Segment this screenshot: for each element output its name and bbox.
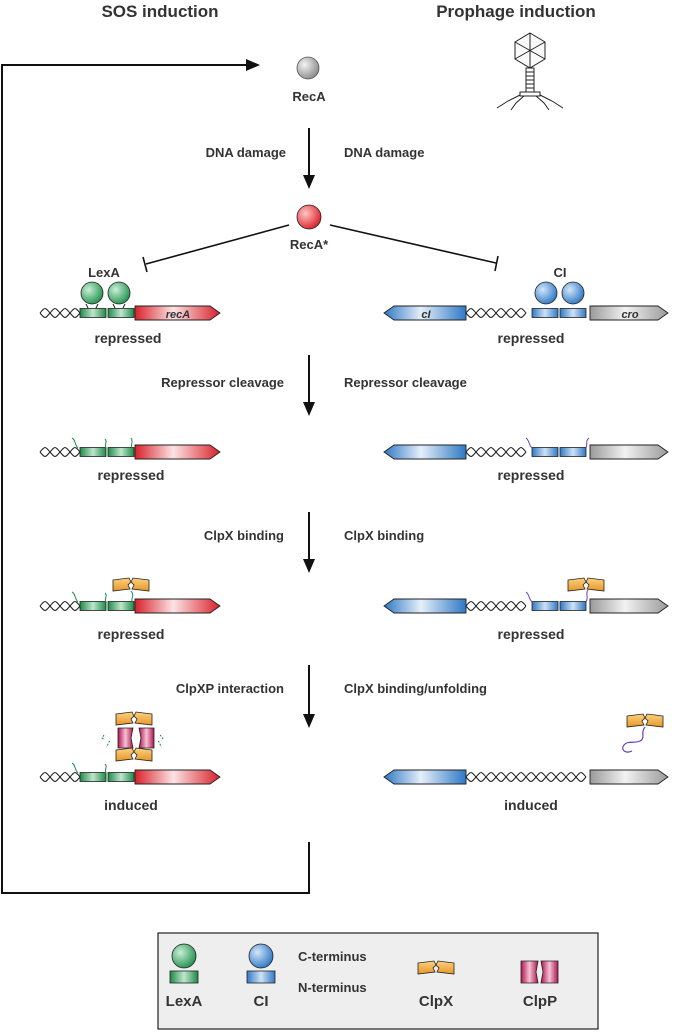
step-cleavage-left: Repressor cleavage xyxy=(161,375,284,390)
inhibition-right xyxy=(329,224,499,272)
ci-operator-row3 xyxy=(383,577,669,614)
ci-operator-row2 xyxy=(383,437,669,460)
gene-cro: cro xyxy=(621,309,638,321)
phage-icon xyxy=(496,32,564,111)
state-left-1: repressed xyxy=(95,330,162,346)
state-left-2: repressed xyxy=(98,467,165,483)
step-dna-damage-left: DNA damage xyxy=(206,145,286,160)
legend-clpx: ClpX xyxy=(419,993,453,1010)
legend-c-terminus: C-terminus xyxy=(298,949,367,964)
lexa-operator-row3 xyxy=(39,577,221,614)
state-left-3: repressed xyxy=(98,626,165,642)
ci-label: CI xyxy=(554,265,567,280)
state-left-4: induced xyxy=(104,797,158,813)
step-clpx-left: ClpX binding xyxy=(204,528,284,543)
legend-box xyxy=(157,932,599,1030)
lexa-operator-row2 xyxy=(39,437,221,460)
state-right-3: repressed xyxy=(498,626,565,642)
lexa-operator-row1 xyxy=(39,281,221,321)
legend-clpp: ClpP xyxy=(523,993,557,1010)
step-clpxp-left: ClpXP interaction xyxy=(176,681,284,696)
step-cleavage-right: Repressor cleavage xyxy=(344,375,467,390)
header-sos: SOS induction xyxy=(101,2,218,21)
state-right-1: repressed xyxy=(498,330,565,346)
lexa-label: LexA xyxy=(88,265,120,280)
reca-sphere xyxy=(296,56,320,80)
state-right-4: induced xyxy=(504,797,558,813)
ci-operator-row1 xyxy=(383,281,669,321)
gene-reca: recA xyxy=(166,309,191,321)
legend-lexa: LexA xyxy=(166,993,203,1010)
legend-ci: CI xyxy=(254,993,269,1010)
feedback-loop-arrow xyxy=(1,59,310,894)
step-dna-damage-right: DNA damage xyxy=(344,145,424,160)
header-prophage: Prophage induction xyxy=(436,2,596,21)
step-unfold-right: ClpX binding/unfolding xyxy=(344,681,487,696)
reca-active-sphere xyxy=(296,204,322,230)
lexa-operator-row4 xyxy=(39,711,221,785)
state-right-2: repressed xyxy=(498,467,565,483)
gene-ci: cI xyxy=(421,309,431,321)
legend-n-terminus: N-terminus xyxy=(298,980,367,995)
reca-label: RecA xyxy=(292,89,326,104)
step-clpx-right: ClpX binding xyxy=(344,528,424,543)
ci-operator-row4 xyxy=(383,713,669,785)
reca-active-label: RecA* xyxy=(290,237,329,252)
inhibition-left xyxy=(142,224,290,273)
